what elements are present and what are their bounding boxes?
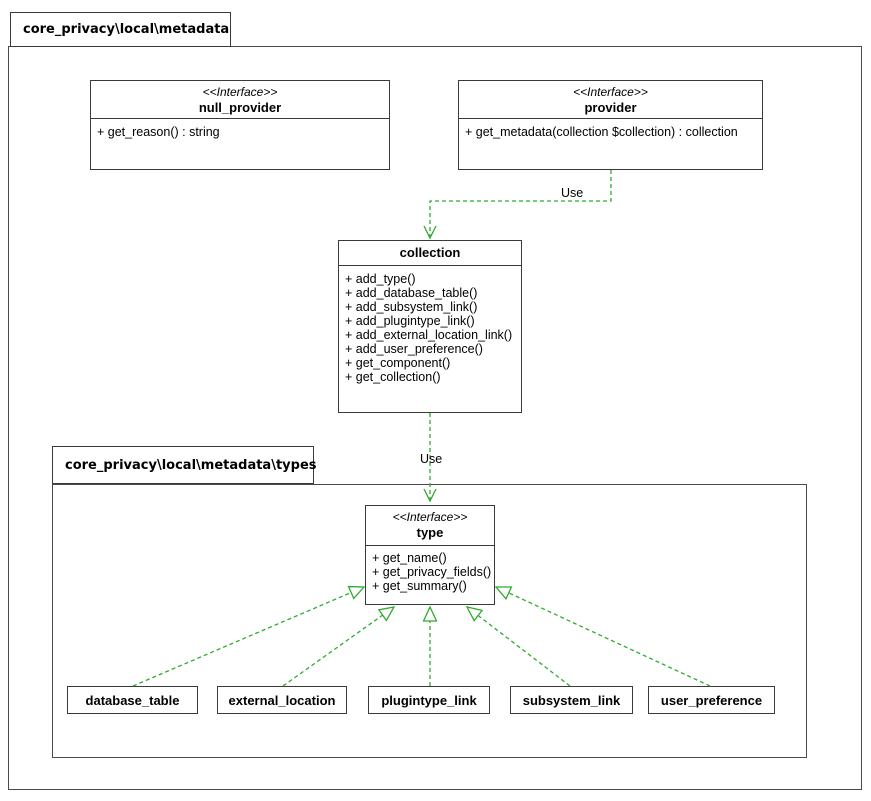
method: + get_name(): [372, 551, 447, 565]
class-provider-header: <<Interface>> provider: [459, 81, 762, 119]
class-null-provider-methods: + get_reason() : string: [91, 119, 389, 139]
method: + get_metadata(collection $collection) :…: [465, 125, 738, 139]
method: + get_reason() : string: [97, 125, 220, 139]
method: + add_plugintype_link(): [345, 314, 475, 328]
package-tab-core-privacy-metadata: core_privacy\local\metadata: [10, 12, 231, 47]
method: + get_component(): [345, 356, 451, 370]
method: + add_subsystem_link(): [345, 300, 478, 314]
class-name: collection: [399, 245, 461, 260]
class-name: provider: [584, 100, 637, 115]
class-name: null_provider: [198, 100, 282, 115]
class-collection-header: collection: [339, 241, 521, 266]
stereotype-label: <<Interface>>: [202, 85, 278, 99]
class-type: <<Interface>> type + get_name() + get_pr…: [365, 505, 495, 605]
class-database-table: database_table: [67, 686, 198, 714]
class-name: user_preference: [660, 692, 763, 708]
class-name: database_table: [85, 692, 180, 708]
stereotype-label: <<Interface>>: [392, 510, 468, 524]
class-name: type: [416, 525, 444, 540]
class-type-methods: + get_name() + get_privacy_fields() + ge…: [366, 546, 494, 593]
class-name: external_location: [228, 692, 336, 708]
class-provider-methods: + get_metadata(collection $collection) :…: [459, 119, 762, 139]
package-label-metadata-types: core_privacy\local\metadata\types: [65, 457, 317, 473]
method: + add_external_location_link(): [345, 328, 513, 342]
package-tab-metadata-types: core_privacy\local\metadata\types: [52, 446, 317, 484]
package-body-core-privacy-metadata: [8, 46, 862, 790]
method: + add_type(): [345, 272, 416, 286]
class-external-location: external_location: [217, 686, 347, 714]
method: + get_collection(): [345, 370, 441, 384]
class-null-provider-header: <<Interface>> null_provider: [91, 81, 389, 119]
method: + get_summary(): [372, 579, 467, 593]
class-collection-methods: + add_type() + add_database_table() + ad…: [339, 266, 521, 384]
stereotype-label: <<Interface>>: [573, 85, 648, 99]
class-name: subsystem_link: [522, 692, 621, 708]
class-provider: <<Interface>> provider + get_metadata(co…: [458, 80, 763, 170]
method: + add_user_preference(): [345, 342, 483, 356]
class-name: plugintype_link: [381, 692, 477, 708]
class-type-header: <<Interface>> type: [366, 506, 494, 546]
class-user-preference: user_preference: [648, 686, 775, 714]
method: + get_privacy_fields(): [372, 565, 492, 579]
package-label-metadata: core_privacy\local\metadata: [23, 22, 230, 37]
class-null-provider: <<Interface>> null_provider + get_reason…: [90, 80, 390, 170]
method: + add_database_table(): [345, 286, 478, 300]
class-subsystem-link: subsystem_link: [510, 686, 633, 714]
class-collection: collection + add_type() + add_database_t…: [338, 240, 522, 413]
class-plugintype-link: plugintype_link: [368, 686, 490, 714]
